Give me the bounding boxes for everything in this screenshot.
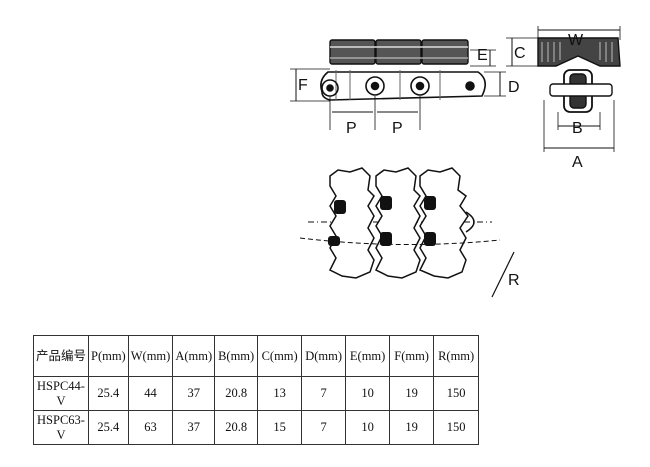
table-row: HSPC44-V 25.4 44 37 20.8 13 7 10 19 150 xyxy=(33,376,480,411)
dim-label-w: W xyxy=(568,32,584,49)
header-cell: B(mm) xyxy=(214,335,259,377)
table-cell: 150 xyxy=(433,410,480,445)
table-cell: 37 xyxy=(172,376,216,411)
plate-2 xyxy=(374,167,421,279)
header-cell: 产品编号 xyxy=(33,335,89,377)
table-cell: 10 xyxy=(345,410,391,445)
header-cell: R(mm) xyxy=(433,335,480,377)
table-cell: 7 xyxy=(301,410,347,445)
end-view xyxy=(506,26,621,152)
header-cell: D(mm) xyxy=(301,335,347,377)
table-cell: 25.4 xyxy=(88,376,129,411)
dim-label-b: B xyxy=(572,120,583,137)
header-cell: W(mm) xyxy=(127,335,174,377)
top-view xyxy=(299,167,515,298)
table-row: HSPC63-V 25.4 63 37 20.8 15 7 10 19 150 xyxy=(33,410,480,445)
table-header-row: 产品编号 P(mm) W(mm) A(mm) B(mm) C(mm) D(mm)… xyxy=(33,335,480,377)
table-cell: 19 xyxy=(389,410,435,445)
header-cell: P(mm) xyxy=(88,335,129,377)
table-cell: 25.4 xyxy=(88,410,129,445)
dim-label-p-1: P xyxy=(346,120,357,137)
dim-label-a: A xyxy=(572,154,583,171)
table-cell: 10 xyxy=(345,376,391,411)
header-cell: E(mm) xyxy=(345,335,391,377)
dim-label-c: C xyxy=(514,45,526,62)
top-plates xyxy=(329,39,469,65)
table-cell: 150 xyxy=(433,376,480,411)
dim-label-p-2: P xyxy=(392,120,403,137)
header-cell: F(mm) xyxy=(389,335,435,377)
table-cell: 19 xyxy=(389,376,435,411)
radius-arc xyxy=(299,237,501,246)
pin-circles xyxy=(321,76,475,97)
plate-3 xyxy=(418,167,469,279)
table-cell: 7 xyxy=(301,376,347,411)
table-cell: 20.8 xyxy=(214,410,259,445)
table-cell: HSPC44-V xyxy=(33,376,89,411)
table-cell: 37 xyxy=(172,410,216,445)
table-cell: 20.8 xyxy=(214,376,259,411)
table-cell: 44 xyxy=(127,376,174,411)
header-cell: C(mm) xyxy=(257,335,303,377)
table-cell: 13 xyxy=(257,376,303,411)
chain-links xyxy=(320,71,486,101)
plate-1 xyxy=(328,167,375,279)
table-cell: HSPC63-V xyxy=(33,410,89,445)
radius-line xyxy=(491,251,515,298)
dim-label-d: D xyxy=(508,79,520,96)
header-cell: A(mm) xyxy=(172,335,216,377)
table-cell: 15 xyxy=(257,410,303,445)
side-view xyxy=(290,39,506,130)
dim-label-e: E xyxy=(477,47,488,64)
spec-table: 产品编号 P(mm) W(mm) A(mm) B(mm) C(mm) D(mm)… xyxy=(33,335,480,445)
table-cell: 63 xyxy=(127,410,174,445)
chain-technical-drawing: F E D P P C W B A R xyxy=(290,26,621,298)
dim-label-r: R xyxy=(508,272,520,289)
dim-label-f: F xyxy=(298,77,308,94)
